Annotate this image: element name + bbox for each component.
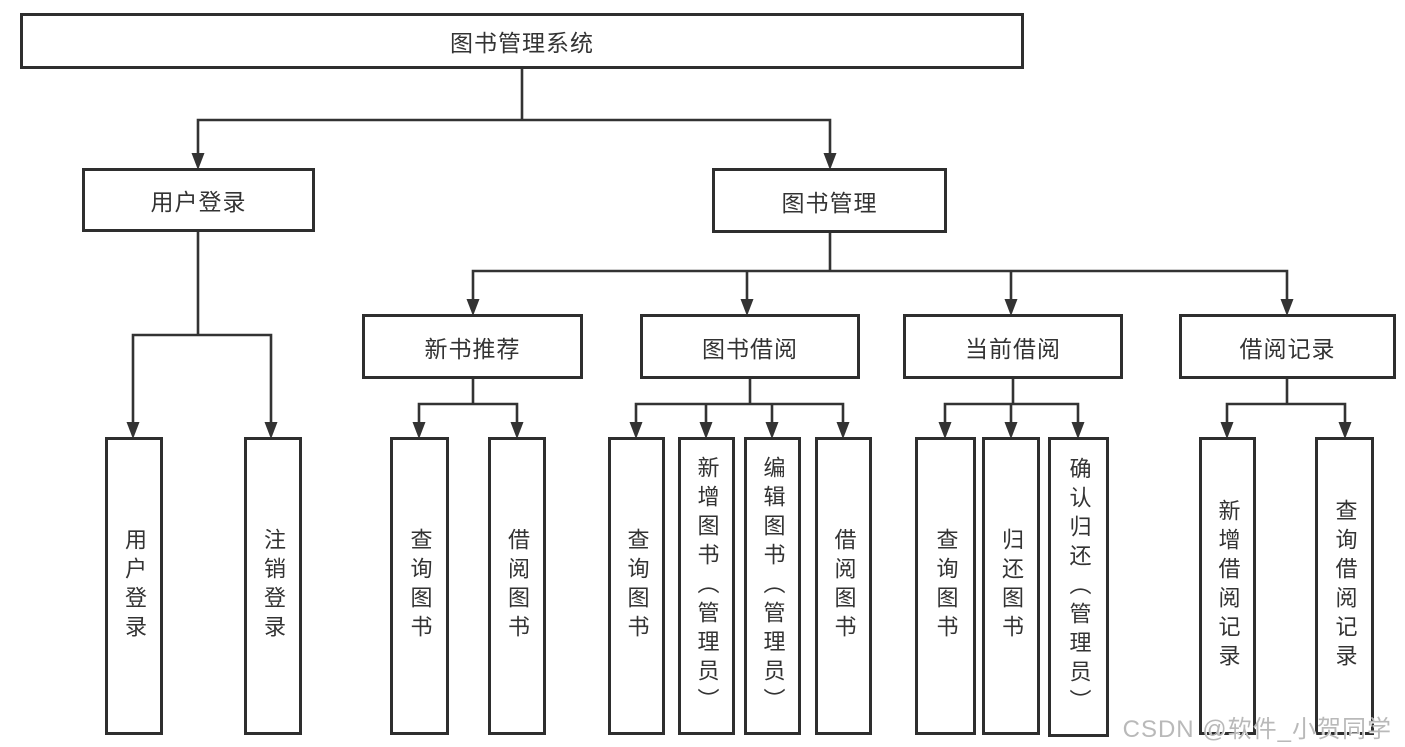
- node-current-borrowing-label: 当前借阅: [965, 335, 1061, 362]
- leaf-current-confirm-return-admin-label: 确认归还（管理员）: [1066, 456, 1092, 718]
- node-book-management-label: 图书管理: [781, 189, 878, 216]
- node-borrowing-records: 借阅记录: [1179, 314, 1396, 379]
- leaf-borrowing-borrow-books: 借阅图书: [815, 437, 872, 735]
- arrow-down-icon: [1280, 299, 1294, 316]
- leaf-current-return-books-label: 归还图书: [999, 528, 1024, 644]
- node-book-management: 图书管理: [712, 168, 947, 233]
- arrow-down-icon: [836, 422, 850, 439]
- leaf-records-add-record-label: 新增借阅记录: [1215, 499, 1241, 673]
- leaf-records-query-record: 查询借阅记录: [1315, 437, 1374, 735]
- arrow-down-icon: [1220, 422, 1234, 439]
- leaf-logout-label: 注销登录: [261, 528, 286, 644]
- leaf-borrowing-query-books-label: 查询图书: [624, 528, 650, 644]
- connectors-root: [191, 69, 837, 170]
- leaf-recommend-query-books: 查询图书: [390, 437, 449, 735]
- leaf-user-login-label: 用户登录: [122, 528, 147, 644]
- connector-current-borrowing-branch: [943, 402, 1080, 424]
- leaf-borrowing-edit-books-admin: 编辑图书（管理员）: [744, 437, 801, 735]
- arrow-down-icon: [1338, 422, 1352, 439]
- node-new-book-recommend-label: 新书推荐: [424, 335, 521, 362]
- arrow-down-icon: [629, 422, 643, 439]
- arrow-down-icon: [510, 422, 524, 439]
- arrow-down-icon: [740, 299, 754, 316]
- connector-borrowing-records-branch: [1225, 402, 1347, 424]
- node-user-login: 用户登录: [82, 168, 315, 232]
- leaf-current-query-books-label: 查询图书: [933, 528, 959, 644]
- connectors-new-book-recommend: [412, 379, 524, 439]
- node-new-book-recommend: 新书推荐: [362, 314, 583, 379]
- node-book-borrowing-label: 图书借阅: [702, 335, 798, 362]
- leaf-current-confirm-return-admin: 确认归还（管理员）: [1048, 437, 1109, 737]
- node-book-borrowing: 图书借阅: [640, 314, 860, 379]
- arrow-down-icon: [191, 153, 205, 170]
- arrow-down-icon: [699, 422, 713, 439]
- arrow-down-icon: [466, 299, 480, 316]
- node-user-login-label: 用户登录: [150, 189, 247, 215]
- arrow-down-icon: [1071, 422, 1085, 439]
- connectors-book-borrowing: [629, 379, 850, 439]
- arrow-down-icon: [264, 422, 278, 439]
- arrow-down-icon: [823, 153, 837, 170]
- connector-root-branch: [196, 118, 832, 155]
- arrow-down-icon: [765, 422, 779, 439]
- leaf-borrowing-add-books-admin: 新增图书（管理员）: [678, 437, 735, 735]
- node-borrowing-records-label: 借阅记录: [1239, 335, 1336, 362]
- leaf-borrowing-add-books-admin-label: 新增图书（管理员）: [694, 455, 720, 717]
- node-root-label: 图书管理系统: [450, 30, 594, 56]
- arrow-down-icon: [1004, 422, 1018, 439]
- connectors-user-login: [126, 232, 278, 439]
- arrow-down-icon: [938, 422, 952, 439]
- node-current-borrowing: 当前借阅: [903, 314, 1123, 379]
- leaf-recommend-query-books-label: 查询图书: [407, 528, 433, 644]
- leaf-records-query-record-label: 查询借阅记录: [1332, 499, 1358, 673]
- connectors-current-borrowing: [938, 379, 1085, 439]
- leaf-logout: 注销登录: [244, 437, 302, 735]
- connector-new-book-recommend-branch: [417, 402, 519, 424]
- arrow-down-icon: [1004, 299, 1018, 316]
- node-root: 图书管理系统: [20, 13, 1024, 69]
- leaf-user-login: 用户登录: [105, 437, 163, 735]
- arrow-down-icon: [126, 422, 140, 439]
- connectors-book-management: [466, 233, 1294, 316]
- leaf-current-return-books: 归还图书: [982, 437, 1040, 735]
- leaf-recommend-borrow-books-label: 借阅图书: [505, 528, 530, 644]
- connector-user-login-branch: [131, 333, 273, 424]
- leaf-recommend-borrow-books: 借阅图书: [488, 437, 546, 735]
- connector-book-borrowing-branch: [634, 402, 845, 424]
- connector-book-management-branch: [471, 269, 1289, 301]
- leaf-records-add-record: 新增借阅记录: [1199, 437, 1256, 735]
- arrow-down-icon: [412, 422, 426, 439]
- leaf-borrowing-borrow-books-label: 借阅图书: [831, 528, 857, 644]
- connectors-borrowing-records: [1220, 379, 1352, 439]
- csdn-watermark: CSDN @软件_小贺同学: [1122, 716, 1392, 743]
- leaf-borrowing-query-books: 查询图书: [608, 437, 665, 735]
- leaf-borrowing-edit-books-admin-label: 编辑图书（管理员）: [760, 455, 786, 717]
- leaf-current-query-books: 查询图书: [915, 437, 976, 735]
